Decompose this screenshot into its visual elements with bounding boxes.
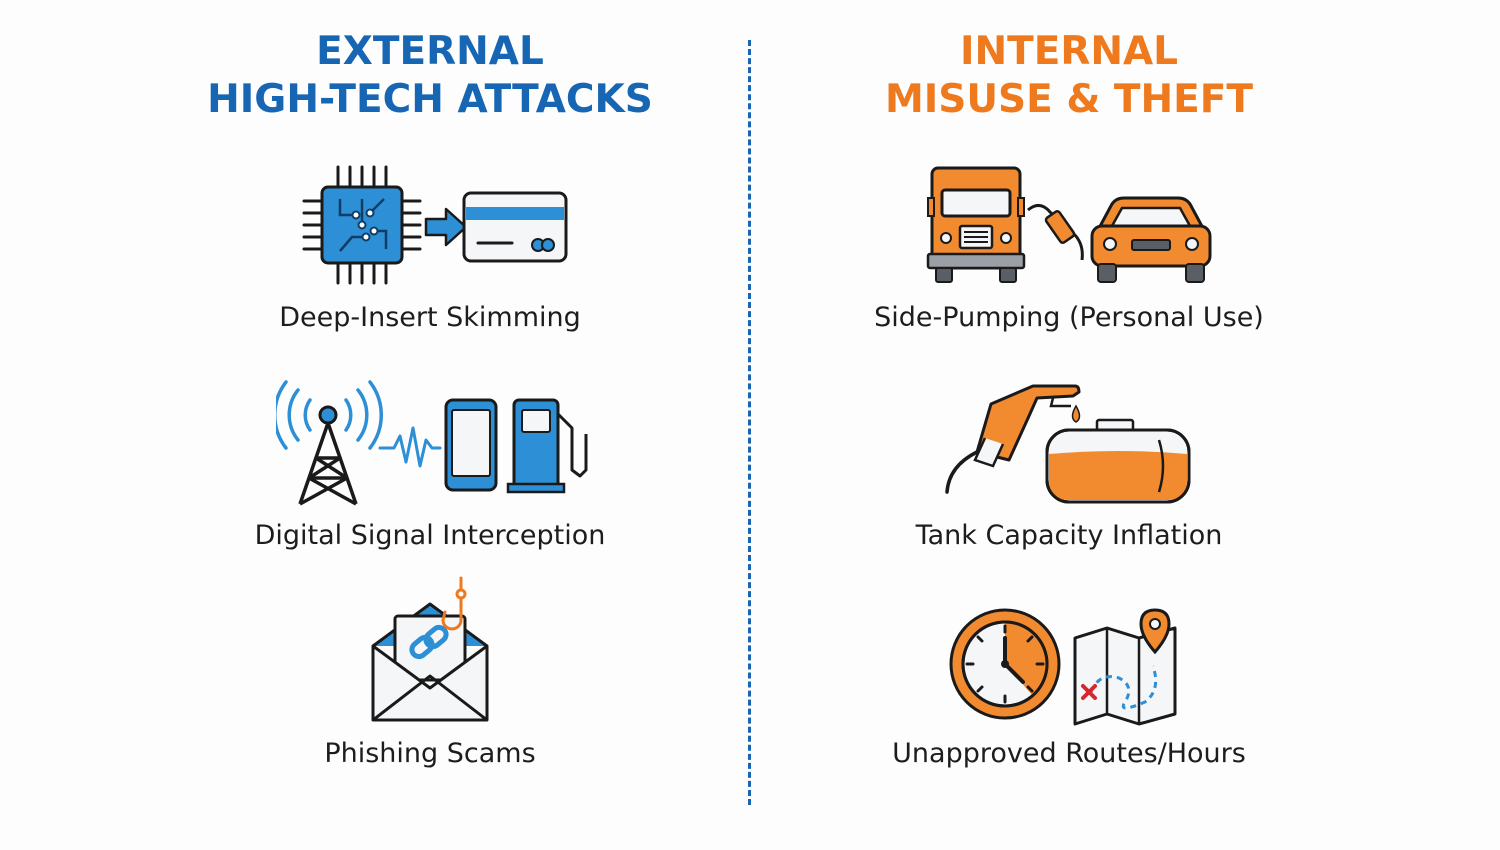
label-unapproved-routes-hours: Unapproved Routes/Hours [892, 738, 1246, 769]
envelope-icon [371, 576, 489, 722]
internal-misuse-column: INTERNAL MISUSE & THEFT [719, 0, 1419, 850]
clock-icon [949, 608, 1177, 726]
car-icon [1090, 196, 1212, 283]
fishing-hook-icon [441, 576, 467, 631]
smartphone-icon [444, 398, 498, 492]
internal-heading: INTERNAL MISUSE & THEFT [719, 28, 1419, 124]
item-unapproved-routes-hours: Unapproved Routes/Hours [719, 576, 1419, 786]
internal-heading-line2: MISUSE & THEFT [884, 77, 1254, 122]
truck-icon [926, 166, 1212, 283]
item-deep-insert-skimming: Deep-Insert Skimming [80, 160, 780, 350]
signal-wave-icon [378, 426, 442, 468]
item-phishing-scams: Phishing Scams [80, 576, 780, 786]
chip-icon [302, 165, 568, 285]
arrow-right-icon [424, 207, 468, 247]
internal-heading-line1: INTERNAL [959, 29, 1179, 74]
external-heading-line2: HIGH-TECH ATTACKS [207, 77, 653, 122]
credit-card-icon [462, 191, 568, 263]
location-pin-icon [1139, 608, 1171, 655]
center-divider [748, 40, 751, 805]
label-deep-insert-skimming: Deep-Insert Skimming [279, 302, 581, 333]
label-digital-signal-interception: Digital Signal Interception [254, 520, 606, 551]
antenna-tower-icon [276, 380, 588, 506]
label-phishing-scams: Phishing Scams [324, 738, 536, 769]
item-digital-signal-interception: Digital Signal Interception [80, 378, 780, 568]
link-icon [409, 624, 449, 660]
external-attacks-column: EXTERNAL HIGH-TECH ATTACKS [80, 0, 780, 850]
fuel-nozzle-icon [1027, 204, 1084, 261]
label-side-pumping: Side-Pumping (Personal Use) [874, 302, 1264, 333]
external-heading: EXTERNAL HIGH-TECH ATTACKS [80, 28, 780, 124]
fuel-nozzle-icon [945, 384, 1191, 504]
fuel-pump-icon [506, 398, 588, 494]
external-heading-line1: EXTERNAL [316, 29, 544, 74]
map-icon [1073, 626, 1177, 726]
item-tank-capacity-inflation: Tank Capacity Inflation [719, 378, 1419, 568]
item-side-pumping: Side-Pumping (Personal Use) [719, 160, 1419, 350]
fuel-tank-icon [1045, 418, 1191, 504]
label-tank-capacity-inflation: Tank Capacity Inflation [915, 520, 1223, 551]
fuel-drop-icon [1071, 404, 1081, 423]
